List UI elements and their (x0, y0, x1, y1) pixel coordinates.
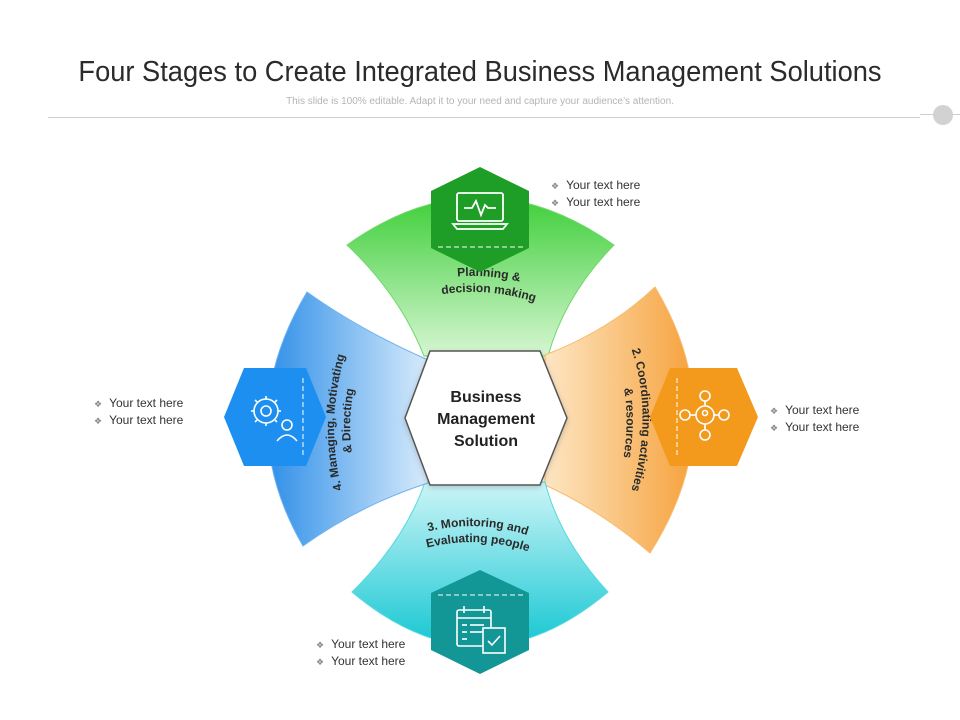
stage-label-managing-line2: & Directing (339, 387, 357, 454)
diamond-bullet-icon: ❖ (316, 657, 325, 667)
coordinating-icon-hexagon (650, 368, 758, 466)
center-label-line3: Solution (454, 433, 518, 450)
planning-icon-hexagon (431, 167, 529, 272)
laptop-pulse-icon (451, 192, 509, 230)
diamond-bullet-icon: ❖ (551, 198, 560, 208)
gear-person-icon (251, 396, 298, 442)
diamond-bullet-icon: ❖ (770, 423, 779, 433)
notes-managing: ❖Your text here ❖Your text here (94, 395, 183, 429)
diamond-bullet-icon: ❖ (770, 406, 779, 416)
center-label-line2: Management (437, 411, 535, 428)
diamond-bullet-icon: ❖ (94, 399, 103, 409)
diamond-bullet-icon: ❖ (94, 416, 103, 426)
note-item: ❖Your text here (94, 396, 184, 410)
center-hexagon (404, 350, 568, 486)
diamond-bullet-icon: ❖ (551, 181, 560, 191)
svg-text:& resources: & resources (621, 387, 638, 459)
svg-text:& Directing: & Directing (339, 387, 357, 454)
note-item: ❖Your text here (770, 420, 860, 434)
note-item: ❖Your text here (551, 178, 641, 192)
divider-dot (933, 105, 953, 125)
note-item: ❖Your text here (316, 637, 406, 651)
diamond-bullet-icon: ❖ (316, 640, 325, 650)
notes-coordinating: ❖Your text here ❖Your text here (770, 402, 859, 436)
note-item: ❖Your text here (551, 195, 641, 209)
page-title: Four Stages to Create Integrated Busines… (78, 56, 882, 88)
stage-label-coordinating-line2: & resources (621, 387, 638, 459)
managing-icon-hexagon (224, 368, 326, 466)
notes-monitoring: ❖Your text here ❖Your text here (316, 636, 405, 670)
page-subtitle: This slide is 100% editable. Adapt it to… (286, 96, 674, 107)
monitoring-icon-hexagon (431, 570, 529, 674)
note-item: ❖Your text here (316, 654, 406, 668)
calendar-report-icon (456, 606, 506, 654)
note-item: ❖Your text here (770, 403, 860, 417)
title-divider (48, 117, 920, 118)
notes-planning: ❖Your text here ❖Your text here (551, 177, 640, 211)
network-people-icon (679, 390, 730, 441)
note-item: ❖Your text here (94, 413, 184, 427)
center-label-line1: Business (450, 389, 521, 406)
